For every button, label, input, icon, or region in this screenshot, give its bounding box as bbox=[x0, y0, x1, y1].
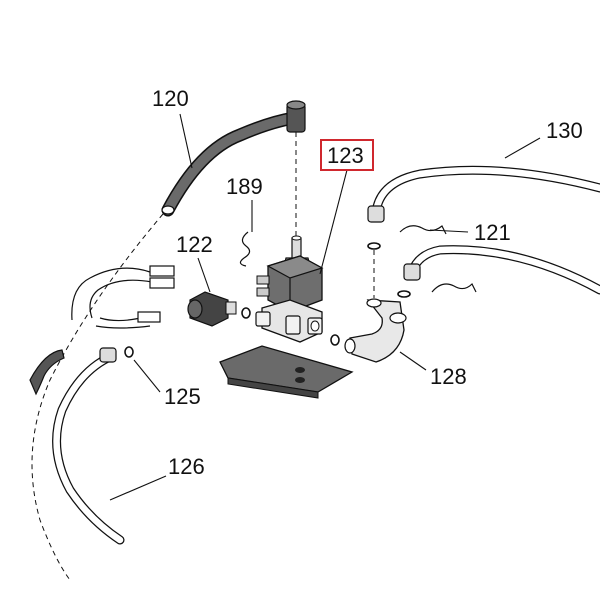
part-123-solenoid-valve[interactable] bbox=[255, 235, 324, 343]
label-128: 128 bbox=[430, 364, 467, 389]
routing-guide-line bbox=[31, 213, 164, 581]
leader-123 bbox=[319, 169, 348, 275]
o-ring bbox=[397, 290, 411, 298]
part-189-clip[interactable] bbox=[239, 231, 251, 267]
label-130: 130 bbox=[546, 118, 583, 143]
part-125-o-ring[interactable] bbox=[124, 346, 134, 358]
label-125: 125 bbox=[164, 384, 201, 409]
o-ring bbox=[367, 242, 381, 250]
hose-upper-right bbox=[403, 245, 600, 295]
label-120: 120 bbox=[152, 86, 189, 111]
leader-130 bbox=[504, 137, 541, 159]
part-120-tube[interactable] bbox=[161, 100, 306, 217]
leader-122 bbox=[197, 257, 211, 293]
leader-126 bbox=[109, 475, 167, 501]
o-ring bbox=[330, 334, 340, 346]
label-122: 122 bbox=[176, 232, 213, 257]
part-126-hose[interactable] bbox=[52, 347, 125, 545]
label-126: 126 bbox=[168, 454, 205, 479]
bracket-clip bbox=[29, 349, 65, 396]
leader-128 bbox=[399, 351, 427, 371]
part-121-clip[interactable] bbox=[431, 282, 477, 293]
part-123-highlight-box bbox=[320, 139, 374, 171]
part-122-fitting[interactable] bbox=[187, 291, 237, 327]
leader-121 bbox=[429, 229, 469, 233]
label-123: 123 bbox=[327, 143, 364, 168]
leader-125 bbox=[133, 359, 161, 393]
part-130-hose[interactable] bbox=[367, 165, 600, 223]
wire-harness bbox=[71, 265, 175, 329]
base-plate bbox=[219, 345, 354, 399]
leader-120 bbox=[179, 113, 193, 169]
label-121: 121 bbox=[474, 220, 511, 245]
part-128-elbow-fitting[interactable] bbox=[344, 298, 407, 363]
label-189: 189 bbox=[226, 174, 263, 199]
part-121-clip[interactable] bbox=[399, 225, 447, 235]
o-ring bbox=[241, 307, 251, 319]
